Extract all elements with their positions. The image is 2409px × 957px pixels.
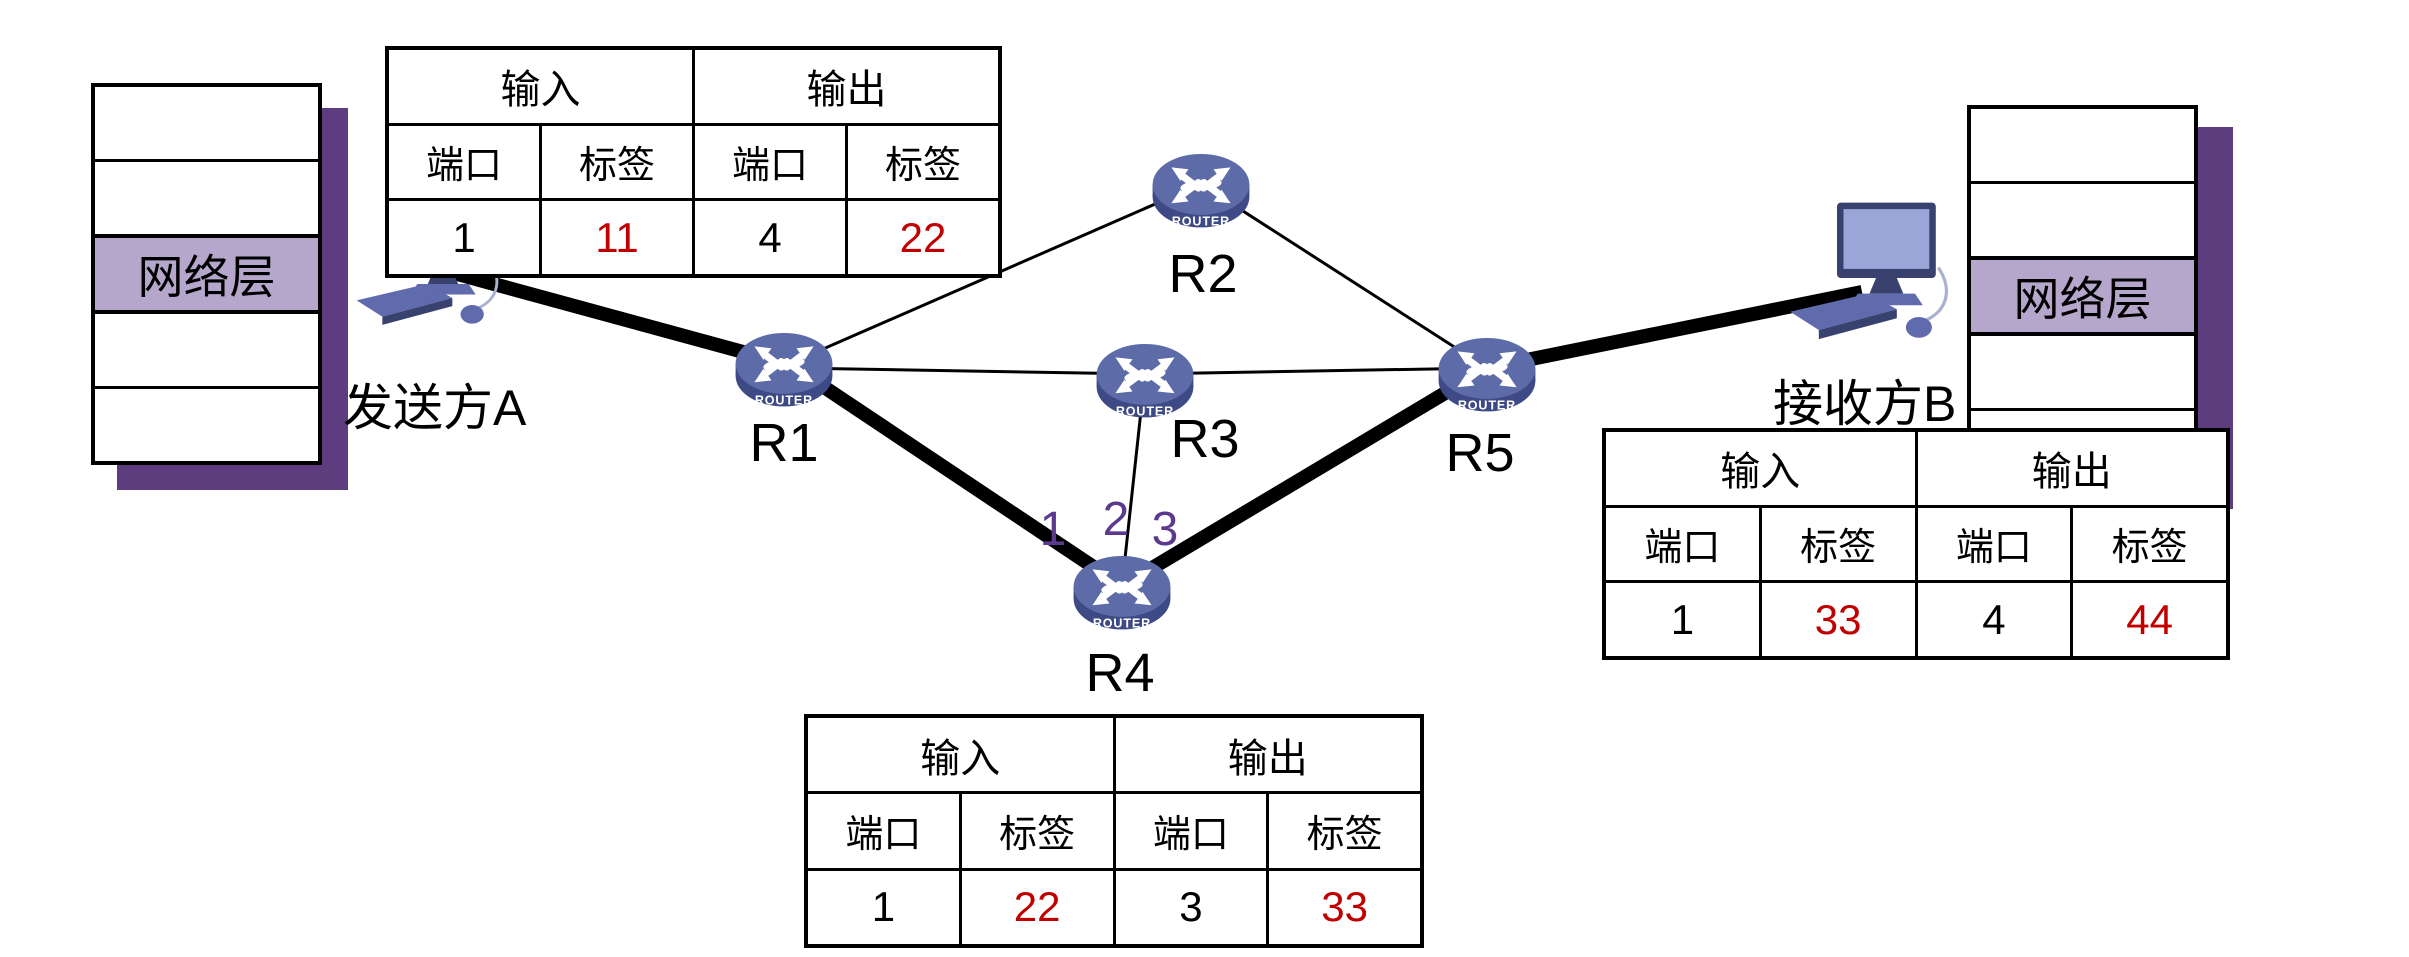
sender-label: 发送方A — [343, 380, 527, 436]
network-layer-row: 网络层 — [1971, 256, 2194, 336]
router-badge: ROUTER — [1116, 405, 1174, 419]
table-header-input: 输入 — [1606, 432, 1915, 505]
table-header-output: 输出 — [695, 50, 998, 123]
stack-row — [1971, 181, 2194, 256]
router-r4-icon: ROUTER — [1068, 547, 1176, 633]
out-label-value: 22 — [848, 201, 998, 274]
r4-port-3-label: 3 — [1151, 503, 1179, 556]
r4-port-1-label: 1 — [1039, 503, 1067, 556]
col-header-port: 端口 — [1606, 507, 1759, 581]
router-r3-label: R3 — [1170, 409, 1240, 469]
col-header-port: 端口 — [1917, 507, 2071, 581]
out-label-value: 33 — [1269, 870, 1420, 944]
col-header-port: 端口 — [389, 125, 539, 199]
router-badge: ROUTER — [1172, 215, 1230, 229]
link-r1-r3 — [790, 366, 1146, 376]
col-header-label: 标签 — [2073, 507, 2226, 581]
table-header-input: 输入 — [808, 718, 1113, 792]
col-header-label: 标签 — [1761, 507, 1915, 581]
router-badge: ROUTER — [755, 394, 813, 408]
network-layer-label: 网络层 — [2013, 273, 2152, 325]
receiver-protocol-stack: 网络层 — [1967, 105, 2198, 487]
r4-forwarding-table: 输入 输出 端口 标签 端口 标签 1 22 3 33 — [804, 714, 1424, 948]
stack-row — [95, 159, 318, 234]
link-r2-r5 — [1200, 182, 1488, 370]
r1-forwarding-table: 输入 输出 端口 标签 端口 标签 1 11 4 22 — [385, 46, 1002, 278]
out-port-value: 4 — [695, 201, 845, 274]
router-r2-label: R2 — [1168, 244, 1238, 304]
router-r5-label: R5 — [1445, 423, 1515, 483]
router-badge: ROUTER — [1093, 617, 1151, 631]
table-header-output: 输出 — [1115, 718, 1420, 792]
router-r2-icon: ROUTER — [1147, 145, 1255, 231]
router-badge: ROUTER — [1458, 399, 1516, 413]
col-header-port: 端口 — [695, 125, 845, 199]
router-r4-label: R4 — [1085, 643, 1155, 703]
out-port-value: 4 — [1917, 583, 2071, 656]
link-r1-r4 — [787, 359, 1126, 592]
network-layer-row: 网络层 — [95, 234, 318, 314]
sender-protocol-stack: 网络层 — [91, 83, 322, 465]
col-header-port: 端口 — [808, 794, 959, 868]
router-r5-icon: ROUTER — [1433, 329, 1541, 415]
stack-row — [1971, 408, 2194, 483]
router-r1-label: R1 — [749, 413, 819, 473]
in-label-value: 11 — [542, 201, 692, 274]
router-r3-icon: ROUTER — [1091, 335, 1199, 421]
table-header-input: 输入 — [389, 50, 692, 123]
col-header-label: 标签 — [1269, 794, 1420, 868]
in-label-value: 22 — [961, 870, 1113, 944]
table-header-output: 输出 — [1917, 432, 2226, 505]
receiver-computer-icon — [1785, 200, 1980, 356]
network-layer-label: 网络层 — [137, 251, 276, 303]
out-label-value: 44 — [2073, 583, 2226, 656]
in-port-value: 1 — [389, 201, 539, 274]
in-port-value: 1 — [1606, 583, 1759, 656]
col-header-label: 标签 — [542, 125, 692, 199]
col-header-label: 标签 — [961, 794, 1113, 868]
link-r5-receiverB — [1485, 285, 1864, 375]
r4-port-2-label: 2 — [1102, 493, 1130, 546]
router-r1-icon: ROUTER — [730, 324, 838, 410]
stack-row — [95, 386, 318, 461]
link-r3-r5 — [1144, 366, 1488, 376]
link-r4-r5 — [1118, 361, 1491, 593]
col-header-label: 标签 — [848, 125, 998, 199]
col-header-port: 端口 — [1115, 794, 1267, 868]
r5-forwarding-table: 输入 输出 端口 标签 端口 标签 1 33 4 44 — [1602, 428, 2230, 660]
out-port-value: 3 — [1115, 870, 1267, 944]
link-senderA-r1 — [448, 265, 793, 372]
receiver-label: 接收方B — [1773, 376, 1957, 432]
in-port-value: 1 — [808, 870, 959, 944]
in-label-value: 33 — [1761, 583, 1915, 656]
